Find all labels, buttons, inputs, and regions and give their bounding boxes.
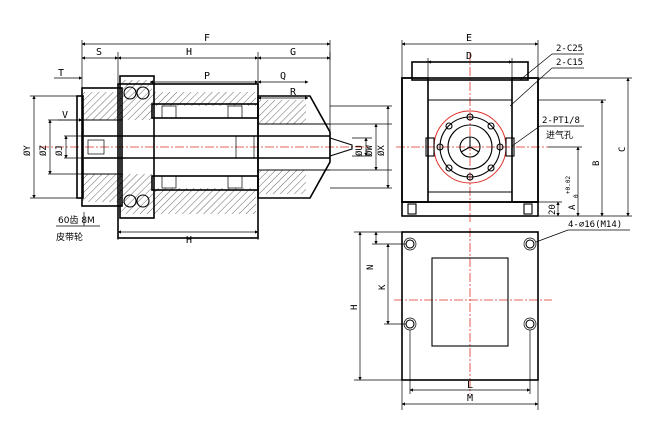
mount-hole — [525, 239, 535, 249]
base-plate — [401, 231, 539, 381]
dim-M: M — [467, 393, 473, 404]
dim-dia-X: ØX — [376, 145, 387, 156]
side-section-view: F S H G T P Q R V H ØY ØZ ØJ ØU ØW ØX 60… — [22, 33, 392, 246]
dim-L: L — [467, 380, 473, 391]
dim-E: E — [466, 33, 472, 44]
pt-leader — [511, 125, 541, 147]
callout-pt: 2-PT1/8 — [542, 116, 580, 126]
dim-H-bottom: H — [186, 235, 192, 246]
callout-c25: 2-C25 — [556, 44, 583, 54]
dim-base-height: 20 — [548, 204, 558, 215]
tolerance-lower: 0 — [573, 194, 580, 198]
dim-Q: Q — [280, 71, 286, 82]
dim-dia-Y: ØY — [22, 145, 33, 156]
c15-leader — [509, 67, 553, 107]
dim-T: T — [58, 68, 64, 79]
pulley-note-line2: 皮带轮 — [56, 231, 83, 243]
extension-lines — [30, 40, 392, 240]
rear-cylinder — [235, 95, 331, 199]
callout-air-inlet: 进气孔 — [546, 129, 573, 141]
dim-H-top: H — [186, 47, 192, 58]
dim-A: A — [568, 204, 578, 210]
front-view: E D C B A +0.02 0 20 2-C25 2-C15 2-PT1/8… — [396, 33, 632, 222]
tolerance-upper: +0.02 — [565, 176, 572, 194]
dim-B: B — [592, 161, 602, 166]
dim-dia-Z: ØZ — [38, 145, 49, 156]
hole-leader — [535, 229, 569, 243]
callout-c15: 2-C15 — [556, 58, 583, 68]
c25-leader — [519, 53, 553, 81]
spindle-shaft — [84, 135, 353, 159]
base-pocket — [431, 257, 509, 347]
belt-pulley — [76, 87, 123, 207]
dim-dia-U: ØU — [354, 145, 365, 156]
dim-G: G — [290, 47, 296, 58]
dim-S: S — [96, 47, 102, 58]
mount-hole — [405, 319, 415, 329]
dim-P: P — [204, 71, 210, 82]
dim-D: D — [466, 51, 472, 62]
dim-F: F — [204, 33, 210, 44]
dim-dia-W: ØW — [364, 145, 375, 156]
dimension-lines — [32, 42, 390, 234]
hole-note: 4-⌀16(M14) — [568, 220, 622, 230]
pulley-note-line1: 60齿 8M — [58, 215, 95, 226]
dim-N: N — [366, 265, 376, 270]
dim-H-top-view: H — [350, 305, 360, 310]
dim-R: R — [290, 87, 297, 98]
dim-K: K — [378, 284, 388, 290]
dim-V: V — [62, 110, 68, 121]
dim-C: C — [618, 147, 628, 152]
front-flange — [119, 75, 155, 219]
top-view: 4-⌀16(M14) H N K L M — [350, 220, 630, 410]
dim-dia-J: ØJ — [54, 145, 65, 156]
mount-hole — [405, 239, 415, 249]
mount-hole — [525, 319, 535, 329]
